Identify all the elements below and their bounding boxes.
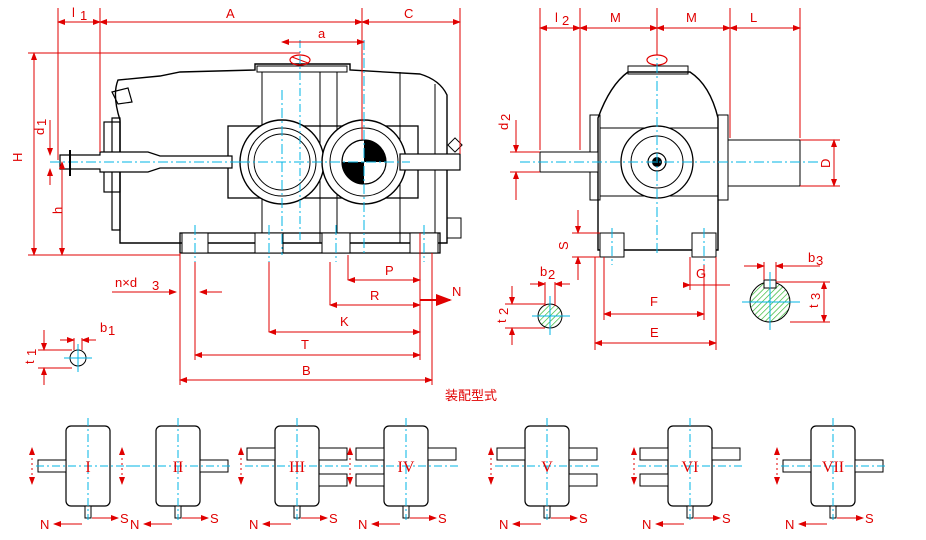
dim-n-d3-sub: 3 (152, 278, 159, 293)
front-view (50, 40, 463, 262)
assembly-s-label: S (722, 511, 731, 526)
side-view (520, 45, 820, 265)
dim-b2-sub: 2 (548, 267, 555, 282)
assembly-n-label: N (785, 517, 794, 532)
assembly-roman-label: II (173, 459, 184, 476)
assembly-roman-label: VII (822, 459, 844, 476)
assembly-title: 装配型式 (445, 389, 497, 404)
dim-b1: b (100, 320, 107, 335)
assembly-type-6: VI N S (631, 418, 742, 532)
assembly-roman-label: IV (398, 459, 415, 476)
dim-t1: t (22, 360, 37, 364)
assembly-n-label: N (130, 517, 139, 532)
dim-A: A (226, 6, 235, 21)
dim-d1-sub: 1 (34, 119, 49, 126)
assembly-s-label: S (329, 511, 338, 526)
dim-b3: b (808, 250, 815, 265)
dim-t2: t (494, 319, 509, 323)
dim-M1: M (610, 10, 621, 25)
dim-L: L (750, 10, 757, 25)
side-dimension-labels: l 2 M M L d 2 D S G F E (496, 10, 833, 340)
dim-G: G (696, 266, 706, 281)
dim-d2-sub: 2 (498, 114, 513, 121)
dim-l1-sub: 1 (80, 8, 87, 23)
dim-H: H (10, 153, 25, 162)
dim-d1: d (32, 128, 47, 135)
dim-S: S (556, 241, 571, 250)
assembly-roman-label: III (289, 459, 305, 476)
assembly-s-label: S (438, 511, 447, 526)
dim-E: E (650, 325, 659, 340)
dim-F: F (650, 294, 658, 309)
dim-l2: l (555, 10, 558, 25)
dim-b1-sub: 1 (108, 323, 115, 338)
dim-T: T (301, 337, 309, 352)
dim-t2-sub: 2 (496, 308, 511, 315)
dim-t3: t (806, 304, 821, 308)
dim-d2: d (496, 123, 511, 130)
side-dimensions (510, 8, 840, 350)
assembly-type-4: IV N S (347, 418, 458, 532)
assembly-s-label: S (865, 511, 874, 526)
dim-l1: l (72, 5, 75, 20)
assembly-type-5: V N S (488, 418, 599, 532)
dim-b2: b (540, 264, 547, 279)
dim-C: C (404, 6, 413, 21)
dim-l2-sub: 2 (562, 13, 569, 28)
assembly-n-label: N (249, 517, 258, 532)
dim-n-d3: n×d (115, 275, 137, 290)
dim-R: R (370, 288, 379, 303)
assembly-roman-label: VI (682, 459, 699, 476)
assembly-s-label: S (579, 511, 588, 526)
keyway-details: b 1 t 1 b 2 t 2 (22, 250, 830, 385)
assembly-n-label: N (642, 517, 651, 532)
assembly-n-label: N (499, 517, 508, 532)
assembly-type-3: III N S (238, 418, 349, 532)
assembly-n-label: N (358, 517, 367, 532)
dim-P: P (385, 263, 394, 278)
assembly-roman-label: I (85, 459, 90, 476)
dim-b3-sub: 3 (816, 253, 823, 268)
dim-N: N (452, 284, 461, 299)
assembly-s-label: S (120, 511, 129, 526)
dim-h: h (50, 207, 65, 214)
dim-M2: M (686, 10, 697, 25)
assembly-type-7: VII N S (774, 418, 885, 532)
dim-D: D (818, 159, 833, 168)
dim-a: a (318, 26, 326, 41)
dim-B: B (302, 363, 311, 378)
assembly-n-label: N (40, 517, 49, 532)
dim-K: K (340, 314, 349, 329)
assembly-s-label: S (210, 511, 219, 526)
dim-t3-sub: 3 (808, 293, 823, 300)
front-dimensions (28, 8, 461, 385)
assembly-roman-label: V (541, 459, 553, 476)
dim-t1-sub: 1 (24, 349, 39, 356)
front-dimension-labels: l 1 A C a H d 1 h n×d 3 P R N K T B (10, 5, 461, 378)
